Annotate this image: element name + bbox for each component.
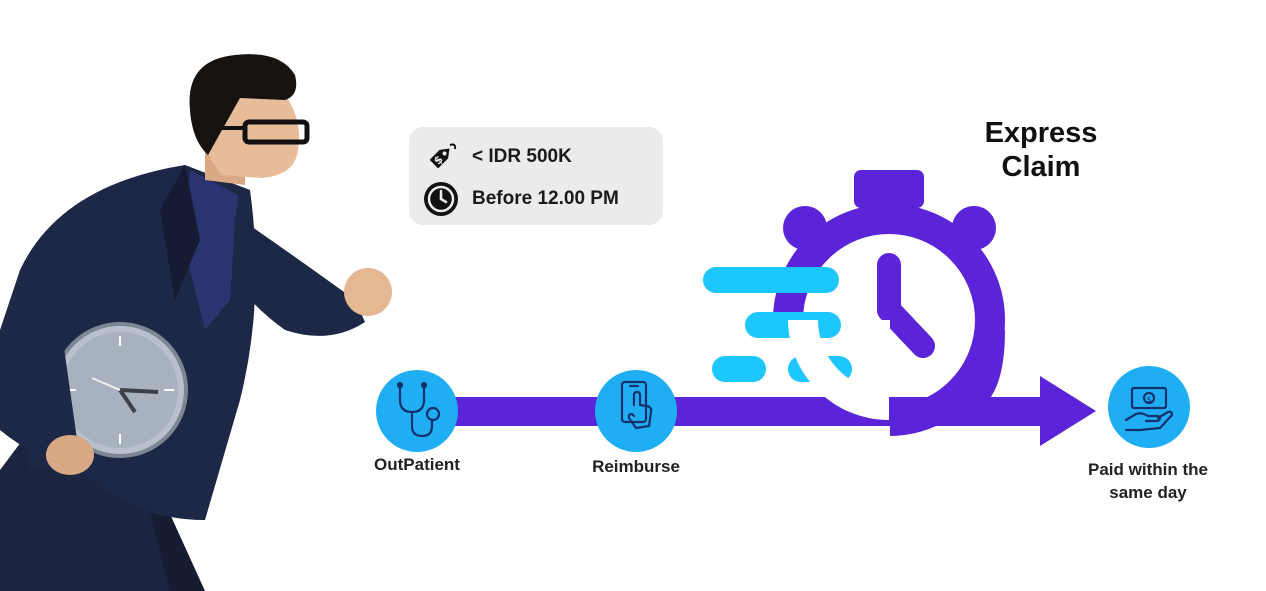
express-claim-title: Express Claim — [960, 116, 1122, 184]
step-outpatient — [376, 370, 458, 452]
conditions-box: $ < IDR 500K Before 12.00 PM — [409, 127, 663, 225]
timeline-arrow — [440, 320, 1096, 446]
stethoscope-icon — [396, 381, 441, 438]
title-line-2: Claim — [1001, 151, 1081, 183]
svg-text:$: $ — [1146, 395, 1151, 404]
condition-time: Before 12.00 PM — [423, 181, 619, 217]
condition-amount: $ < IDR 500K — [423, 139, 572, 175]
step-label-paid: Paid within the same day — [1088, 460, 1208, 502]
title-line-1: Express — [984, 117, 1098, 149]
cash-hand-icon — [1124, 386, 1174, 432]
price-tag-icon: $ — [429, 143, 457, 169]
running-businessman-illustration — [0, 54, 392, 591]
condition-time-text: Before 12.00 PM — [472, 188, 619, 209]
step-paid: $ — [1108, 366, 1190, 448]
step-label-outpatient: OutPatient — [374, 455, 460, 474]
step-reimburse — [595, 370, 677, 452]
step-label-reimburse: Reimburse — [592, 457, 680, 476]
condition-amount-text: < IDR 500K — [472, 146, 572, 167]
clock-icon — [424, 182, 458, 216]
phone-tap-icon — [620, 380, 653, 430]
